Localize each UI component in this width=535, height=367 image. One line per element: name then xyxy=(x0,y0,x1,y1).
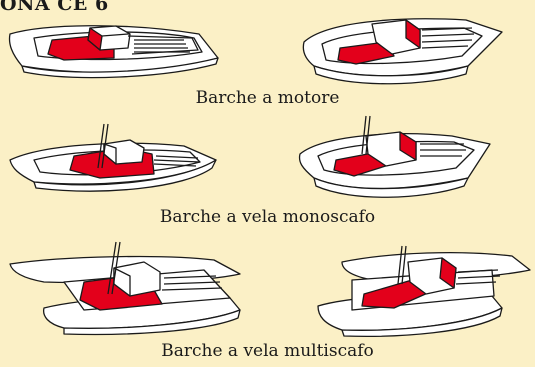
motorboat-illustration-right xyxy=(302,18,503,85)
sailboat-monohull-illustration-left xyxy=(9,123,217,192)
sailboat-multihull-illustration-right xyxy=(317,245,531,337)
sailboat-monohull-illustration-right xyxy=(298,115,491,198)
caption-motorboats: Barche a motore xyxy=(195,88,340,108)
page-header: ONA CE 6 xyxy=(0,0,109,15)
caption-sailboats-monohull: Barche a vela monoscafo xyxy=(159,207,376,227)
motorboat-illustration-left xyxy=(8,25,219,79)
caption-sailboats-multihull: Barche a vela multiscafo xyxy=(161,341,374,361)
sailboat-multihull-illustration-left xyxy=(9,241,241,336)
